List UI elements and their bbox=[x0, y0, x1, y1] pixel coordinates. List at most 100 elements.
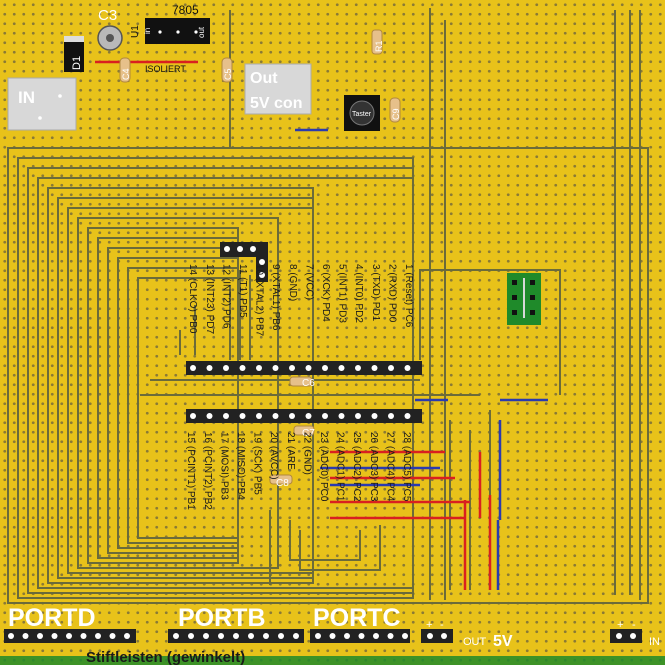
capacitor-c3-label: C3 bbox=[98, 7, 117, 24]
portb-header-pins bbox=[173, 633, 299, 639]
pin-header-upper-pins bbox=[190, 365, 411, 371]
out-label: OUT bbox=[463, 636, 487, 648]
pin-label: 15 (PCINT1) PB1 bbox=[185, 432, 196, 510]
header-pin bbox=[206, 365, 213, 371]
header-pin bbox=[124, 633, 130, 639]
pin-label: 24 (ADC1) PC1 bbox=[335, 432, 346, 502]
header-pin bbox=[256, 365, 262, 371]
pin-label: 16 (PCINT2) PB2 bbox=[202, 432, 213, 510]
header-pin bbox=[256, 413, 262, 419]
capacitor-c3-marker bbox=[106, 34, 114, 42]
header-pin bbox=[239, 365, 246, 371]
pin-label: 26 (ADC3) PC3 bbox=[368, 432, 379, 502]
diode-d1 bbox=[64, 36, 84, 72]
header-pin bbox=[344, 633, 350, 639]
header-pin bbox=[355, 365, 361, 371]
header-pin bbox=[263, 633, 269, 639]
header-pin bbox=[278, 633, 284, 639]
header-pin bbox=[190, 413, 196, 419]
pin-label: 25 (ADC2) PC2 bbox=[351, 432, 362, 502]
power-jumpers bbox=[295, 128, 548, 590]
diode-d1-label: D1 bbox=[71, 56, 83, 70]
header-pin bbox=[37, 633, 43, 639]
pin-label: 17 (MOSI) PB3 bbox=[218, 432, 229, 500]
header-pin bbox=[80, 633, 87, 639]
taster-label: Taster bbox=[352, 111, 372, 118]
isp-pin bbox=[237, 246, 243, 252]
pin-label: 1 (Reset) PC6 bbox=[403, 264, 414, 328]
pin-label: 4 (INT0) PD2 bbox=[353, 264, 364, 323]
pin-label: 7 (VCC) bbox=[303, 264, 314, 300]
header-pin bbox=[371, 365, 378, 371]
portc-header-pins bbox=[315, 633, 408, 639]
stiftleisten-label: Stiftleisten (gewinkelt) bbox=[86, 649, 245, 665]
header-pin bbox=[388, 365, 394, 371]
regulator-label: 7805 bbox=[172, 3, 199, 17]
capacitor-c6 bbox=[289, 376, 313, 387]
jumper-pins bbox=[512, 280, 535, 315]
header-pin bbox=[289, 365, 295, 371]
header-pin bbox=[95, 633, 101, 639]
pin-label: 22 (GND) bbox=[301, 432, 312, 475]
regulator-out-pin: out bbox=[197, 26, 206, 38]
portb-label: PORTB bbox=[178, 604, 266, 632]
pin-label: 28 (ADC5) PC5 bbox=[401, 432, 412, 502]
resistor-r1-label: R1 bbox=[374, 40, 384, 52]
pin-label: 19 (SCK) PB5 bbox=[252, 432, 263, 495]
pin-label: 10 (XTAL2) PB7 bbox=[254, 264, 265, 337]
regulator-u1-label: U1 bbox=[130, 25, 141, 38]
pin-label: 13 (INT23) PD7 bbox=[204, 264, 215, 334]
in-connector-pad bbox=[38, 116, 42, 120]
isp-pin bbox=[259, 272, 265, 278]
in-bottom-label: IN bbox=[649, 636, 660, 648]
regulator-pin bbox=[194, 30, 198, 34]
header-pin bbox=[358, 633, 365, 639]
regulator-in-pin: in bbox=[143, 28, 152, 34]
header-pin bbox=[218, 633, 224, 639]
taster-cap bbox=[349, 100, 375, 126]
in-pin bbox=[630, 633, 636, 639]
header-pin bbox=[8, 633, 14, 639]
capacitor-c4-label: C4 bbox=[121, 68, 131, 80]
header-pin bbox=[404, 413, 411, 419]
in-minus-sign: - bbox=[632, 619, 636, 631]
isp-pin bbox=[259, 259, 265, 265]
isp-pin bbox=[224, 246, 230, 252]
pin-label: 5 (INT1) PD3 bbox=[337, 264, 348, 323]
header-pin bbox=[51, 633, 58, 639]
out-5v-header bbox=[421, 629, 453, 643]
regulator-pin bbox=[176, 30, 180, 34]
pin-label: 8 (GND) bbox=[287, 264, 298, 301]
capacitor-c5-label: C5 bbox=[223, 68, 233, 80]
portd-label: PORTD bbox=[8, 604, 96, 632]
pin-label: 3 (TXD) PD1 bbox=[370, 264, 381, 322]
pin-label: 23 (ADC0) PC0 bbox=[318, 432, 329, 502]
in-header bbox=[610, 629, 642, 643]
pin-label: 2 (RXD) PD0 bbox=[386, 264, 397, 323]
in-connector-box bbox=[7, 77, 77, 131]
pin-label: 11 (T1) PD5 bbox=[237, 264, 248, 318]
pin-header-lower bbox=[186, 409, 422, 423]
header-pin bbox=[239, 413, 246, 419]
header-pin bbox=[272, 413, 279, 419]
out-minus-sign: - bbox=[440, 619, 444, 631]
pin-header-lower-pins bbox=[190, 413, 411, 419]
pin-label: 14 (CLKO) PB0 bbox=[187, 264, 198, 334]
out-connector-line2: 5V con bbox=[250, 95, 302, 112]
portc-label: PORTC bbox=[313, 604, 401, 632]
capacitor-c8 bbox=[269, 474, 293, 485]
regulator-pin bbox=[158, 30, 162, 34]
header-pin bbox=[289, 413, 295, 419]
wire-traces bbox=[7, 8, 649, 604]
header-pin bbox=[223, 365, 229, 371]
header-pin bbox=[66, 633, 72, 639]
header-pin bbox=[223, 413, 229, 419]
header-pin bbox=[329, 633, 336, 639]
isp-pin bbox=[250, 246, 256, 252]
pin-label: 9 (XTAL1) PB6 bbox=[270, 264, 281, 331]
out-connector-box bbox=[244, 63, 312, 115]
header-pin bbox=[203, 633, 209, 639]
